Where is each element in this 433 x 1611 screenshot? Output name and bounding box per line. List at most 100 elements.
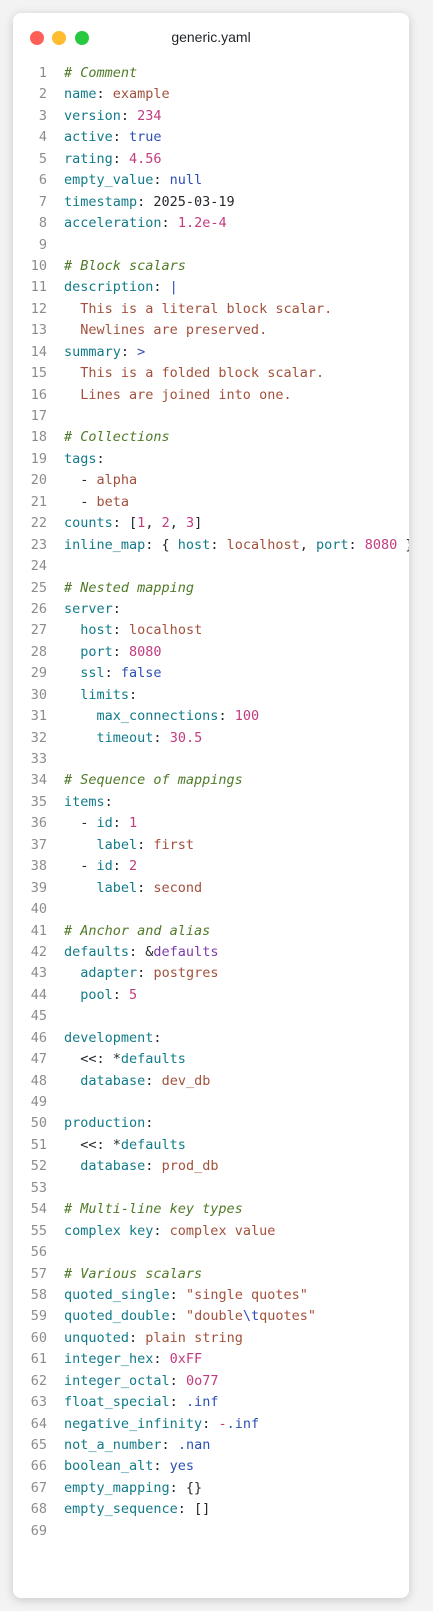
line-number: 64 <box>30 1415 47 1432</box>
code-token <box>64 622 80 638</box>
line-text: pool: 5 <box>64 985 137 1006</box>
code-token: : <box>112 600 121 617</box>
line-text: tags: <box>64 449 105 470</box>
line-number: 63 <box>30 1394 47 1411</box>
line-text: - beta <box>64 492 129 513</box>
line-text: description: | <box>64 277 178 298</box>
code-token: : <box>218 708 235 725</box>
code-line: 41# Anchor and alias <box>13 921 409 942</box>
code-line: 69 <box>13 1521 409 1542</box>
line-number: 4 <box>38 129 47 146</box>
line-number: 10 <box>30 257 47 274</box>
minimize-button[interactable] <box>52 31 66 45</box>
line-number: 6 <box>38 172 47 189</box>
code-token: second <box>153 879 203 896</box>
code-token: : <box>169 1308 186 1325</box>
line-text: quoted_single: "single quotes" <box>64 1285 308 1306</box>
line-number: 68 <box>30 1501 47 1518</box>
line-number: 3 <box>38 107 47 124</box>
code-token: database <box>80 1158 146 1175</box>
line-text: - alpha <box>64 470 137 491</box>
code-token: | <box>169 279 178 296</box>
code-token: : <box>161 1437 178 1453</box>
code-token: : { <box>145 536 178 553</box>
code-line: 38 - id: 2 <box>13 856 409 877</box>
code-line: 31 max_connections: 100 <box>13 706 409 727</box>
code-token <box>64 1158 80 1174</box>
code-token: , <box>145 515 162 532</box>
line-number: 36 <box>30 815 47 832</box>
title-bar: generic.yaml <box>13 13 409 63</box>
line-number: 66 <box>30 1458 47 1475</box>
line-number: 1 <box>38 65 47 81</box>
line-number: 48 <box>30 1072 47 1089</box>
code-line: 37 label: first <box>13 835 409 856</box>
line-number: 18 <box>30 429 47 446</box>
close-button[interactable] <box>30 31 44 45</box>
code-line: 17 <box>13 406 409 427</box>
code-line: 57# Various scalars <box>13 1264 409 1285</box>
line-number: 34 <box>30 772 47 789</box>
code-token: .inf <box>226 1415 260 1432</box>
code-token: : <box>96 450 105 467</box>
line-number: 13 <box>30 322 47 339</box>
code-token: null <box>169 172 203 189</box>
code-token: 8080 <box>129 643 162 660</box>
code-token: : <box>120 343 138 360</box>
maximize-button[interactable] <box>75 31 89 45</box>
line-number: 11 <box>30 279 47 296</box>
line-text: acceleration: 1.2e-4 <box>64 213 227 234</box>
line-text: version: 234 <box>64 106 162 127</box>
code-token: : <box>161 215 178 232</box>
code-token: max_connections <box>96 708 219 725</box>
code-token: defaults <box>120 1051 186 1068</box>
line-text: server: <box>64 599 121 620</box>
code-line: 64 negative_infinity: -.inf <box>13 1414 409 1435</box>
code-token: "single quotes" <box>185 1286 308 1303</box>
code-token: float_special <box>64 1394 170 1411</box>
line-text: This is a folded block scalar. <box>64 363 324 384</box>
code-token: : <box>210 536 227 553</box>
line-number: 65 <box>30 1437 47 1453</box>
line-text: active: true <box>64 127 162 148</box>
code-token: : <box>129 1329 146 1346</box>
line-text: empty_mapping: {} <box>64 1478 202 1499</box>
code-token: } <box>397 537 409 553</box>
line-text: negative_infinity: -.inf <box>64 1414 259 1435</box>
line-number: 12 <box>30 300 47 317</box>
line-number: 40 <box>30 901 47 918</box>
line-number: 38 <box>30 858 47 875</box>
line-text: Newlines are preserved. <box>64 320 267 341</box>
line-number: 20 <box>30 472 47 489</box>
line-number: 24 <box>30 558 47 575</box>
code-token: id <box>96 815 113 832</box>
code-token: 4.56 <box>129 150 162 167</box>
line-text: complex key: complex value <box>64 1221 275 1242</box>
code-token: : <box>153 1222 170 1239</box>
code-token: <<: * <box>64 1136 121 1153</box>
code-token: defaults <box>120 1136 186 1153</box>
line-text: - id: 2 <box>64 856 137 877</box>
line-number: 47 <box>30 1051 47 1068</box>
line-number: 44 <box>30 986 47 1003</box>
line-number: 17 <box>30 408 47 424</box>
code-token: false <box>120 665 162 682</box>
code-token: 2 <box>129 858 138 875</box>
code-token: production <box>64 1115 146 1132</box>
line-number: 8 <box>38 215 47 232</box>
code-line: 49 <box>13 1092 409 1113</box>
code-token: rating <box>64 150 113 167</box>
code-token: dev_db <box>161 1072 211 1089</box>
code-token: development <box>64 1029 154 1046</box>
code-token: items <box>64 793 105 810</box>
line-text: label: first <box>64 835 195 856</box>
line-text: ssl: false <box>64 663 162 684</box>
